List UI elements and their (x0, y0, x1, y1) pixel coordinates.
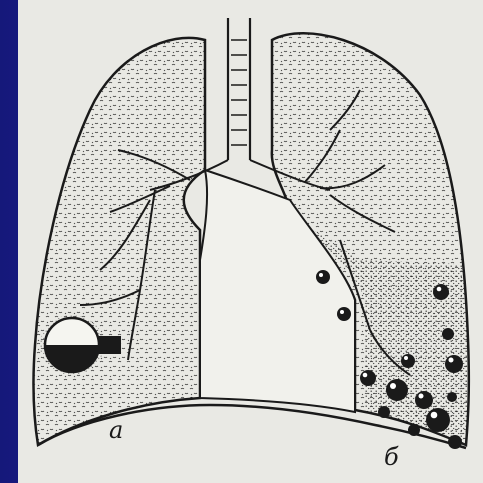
lung-diagram (18, 0, 483, 483)
left-lung (34, 38, 205, 445)
trachea (228, 18, 250, 160)
label-a: а (109, 416, 123, 444)
lung-diagram-figure: а б (18, 0, 483, 483)
label-b: б (384, 443, 399, 471)
